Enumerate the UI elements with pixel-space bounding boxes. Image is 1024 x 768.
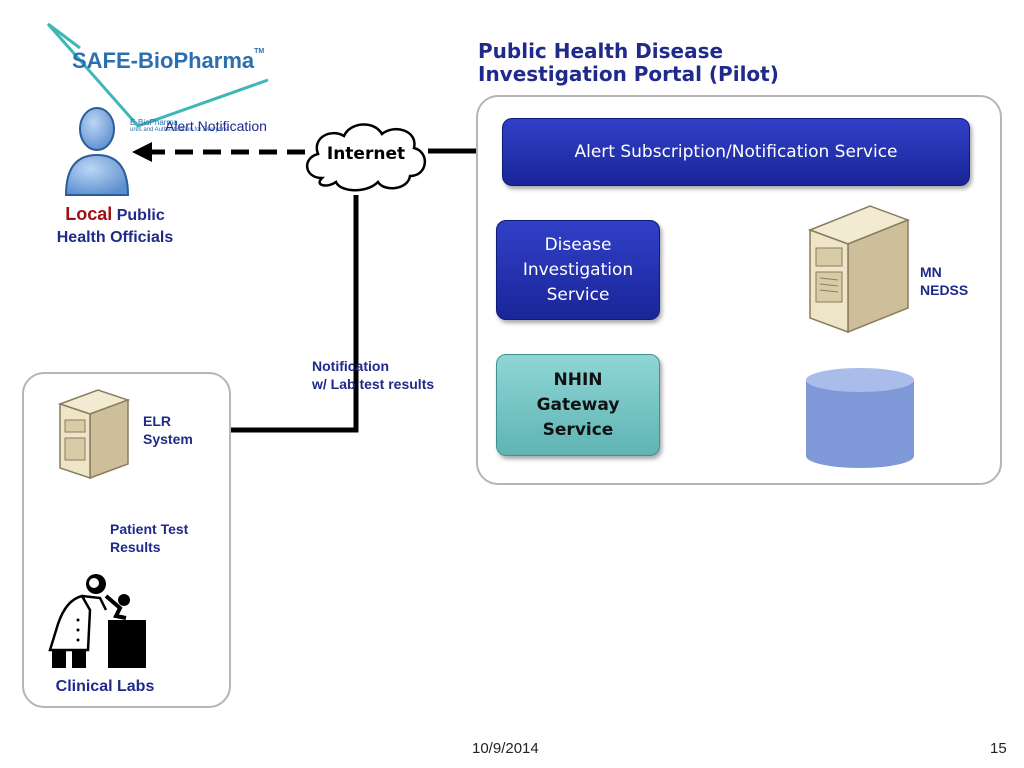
nhin-line2: Gateway [536,394,620,415]
nedss-label: NEDSS [920,282,969,298]
local-public-word: Public [116,207,165,224]
logo-tagline-2: ures and Authentication for Everyone [130,127,229,133]
alert-subscription-label: Alert Subscription/Notification Service [574,142,898,162]
database-icon [806,368,914,468]
lab-technician-icon [48,574,146,668]
elr-to-internet-line [212,195,359,433]
disease-line3: Service [546,284,610,305]
patient-line1: Patient Test [110,521,189,537]
logo-tagline-1: E-BioPharma [130,118,178,127]
alert-subscription-service: Alert Subscription/Notification Service [502,118,970,186]
disease-line1: Disease [544,234,612,255]
notification-label: Notification w/ Lab test results [312,357,434,393]
notification-line1: Notification [312,358,389,374]
safe-biopharma-logo: SAFE-BioPharmaTM E-BioPharma ures and Au… [40,18,280,138]
elr-line2: System [143,431,193,447]
clinical-labs-label: Clinical Labs [55,678,155,695]
disease-investigation-service: Disease Investigation Service [496,220,660,320]
disease-line2: Investigation [522,259,634,280]
alert-dashed-arrow [132,142,305,162]
mn-nedss-label: MN NEDSS [920,263,968,299]
local-officials-label: Local Public Health Officials [40,203,190,249]
elr-system-label: ELR System [143,412,193,448]
footer-date: 10/9/2014 [472,740,539,757]
patient-results-label: Patient Test Results [110,520,188,556]
logo-tm: TM [254,48,265,55]
elr-server-icon [57,389,131,480]
nhin-line3: Service [542,419,614,440]
patient-line2: Results [110,539,161,555]
internet-cloud-icon [306,123,426,192]
logo-triangle-icon [46,22,269,128]
nhin-gateway-service: NHIN Gateway Service [496,354,660,456]
logo-brand: SAFE-BioPharma [72,48,255,73]
local-health-officials: Health Officials [56,229,174,246]
portal-title-line2: Investigation Portal (Pilot) [478,62,779,86]
portal-title: Public Health Disease Investigation Port… [478,40,818,86]
notification-line2: w/ Lab test results [312,376,435,392]
nhin-line1: NHIN [553,369,603,390]
alert-notification-label: Alert Notification [165,118,267,134]
local-word: Local [65,204,113,224]
internet-label: Internet [326,144,406,164]
portal-title-line1: Public Health Disease [478,39,724,63]
nedss-server-icon [807,205,911,334]
footer-page-number: 15 [990,740,1007,757]
mn-label: MN [920,264,942,280]
person-icon [64,107,130,196]
elr-line1: ELR [143,413,171,429]
